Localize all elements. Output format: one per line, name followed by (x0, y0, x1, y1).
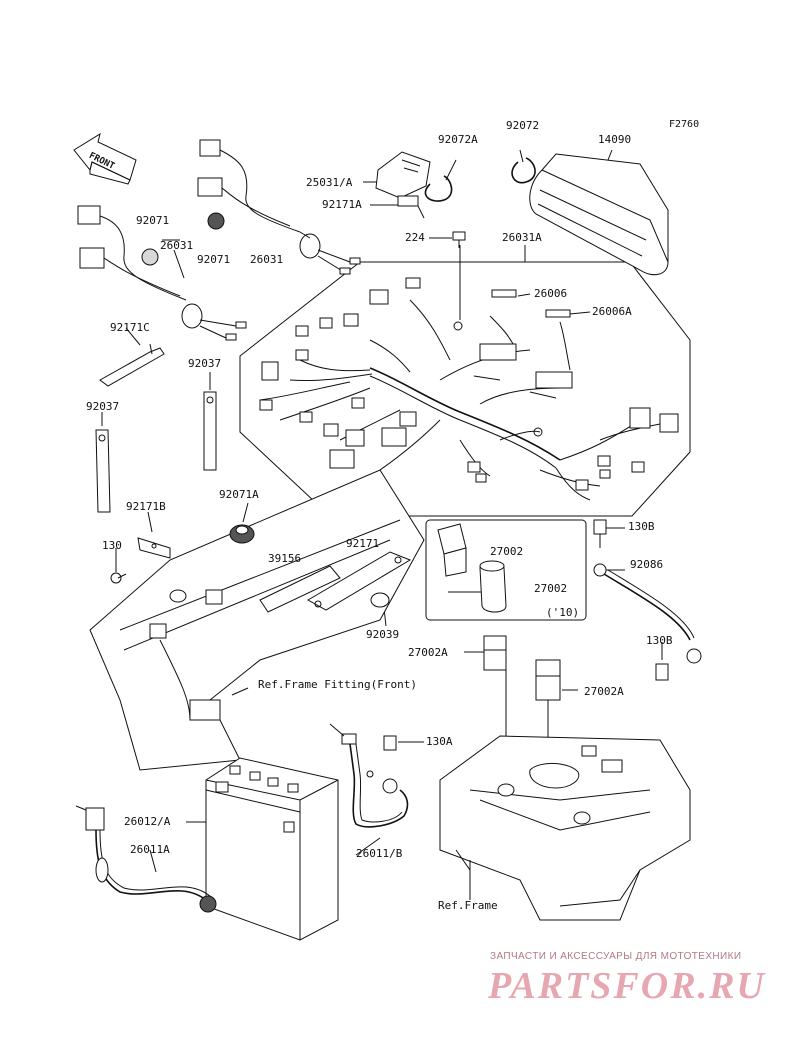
sub-harness-26031-lower (77, 205, 247, 341)
label-92039: 92039 (366, 628, 400, 641)
label-27002A-a: 27002A (408, 646, 448, 659)
label-92037-b: 92037 (86, 400, 120, 413)
frame-fitting-front (89, 469, 425, 771)
label-27002-b: 27002 (534, 582, 568, 595)
straps-92037 (95, 391, 217, 513)
watermark-logo: PARTSFOR.RU (488, 965, 766, 1007)
label-92171B: 92171B (126, 500, 166, 513)
fuse-holders-26006 (473, 289, 573, 399)
label-26006: 26006 (534, 287, 568, 300)
part-25031-relay (375, 151, 431, 219)
battery-26012 (205, 757, 339, 941)
label-25031A: 25031/A (306, 176, 353, 189)
label-92086: 92086 (630, 558, 664, 571)
label-130B-b: 130B (646, 634, 673, 647)
watermark-tagline: ЗАПЧАСТИ И АКСЕССУАРЫ ДЛЯ МОТОТЕХНИКИ (490, 951, 742, 962)
label-26031-a: 26031 (160, 239, 194, 252)
front-arrow-icon (73, 132, 137, 185)
part-14090-cover (529, 153, 669, 276)
label-92071-a: 92071 (136, 214, 170, 227)
label-26031A: 26031A (502, 231, 542, 244)
label-26011B: 26011/B (356, 847, 403, 860)
label-10: ('10) (546, 606, 580, 619)
frame-rear (439, 735, 691, 921)
harness-frame (239, 261, 691, 517)
sub-harness-26031-upper (197, 139, 361, 275)
battery-cable-26011B (329, 723, 409, 828)
relay-box-frame (425, 519, 587, 621)
label-92037-a: 92037 (188, 357, 222, 370)
label-26031-b: 26031 (250, 253, 284, 266)
label-ref-frame: Ref.Frame (438, 899, 498, 912)
pad-39156 (259, 565, 341, 613)
label-ref-frame-fitting-front: Ref.Frame Fitting(Front) (258, 678, 417, 691)
clip-92039 (370, 592, 390, 608)
grommet-92071 (207, 212, 225, 230)
label-130B-a: 130B (628, 520, 655, 533)
figure-code: F2760 (669, 119, 700, 130)
label-26006A: 26006A (592, 305, 632, 318)
relays-27002 (437, 523, 507, 613)
label-26012A: 26012/A (124, 815, 171, 828)
label-27002A-b: 27002A (584, 685, 624, 698)
bracket-92171B (137, 537, 171, 559)
bolt-224 (452, 231, 466, 248)
label-92072A: 92072A (438, 133, 478, 146)
main-harness-26031A (259, 277, 679, 501)
grommet-92071A (229, 524, 255, 544)
label-39156: 39156 (268, 552, 302, 565)
label-224: 224 (405, 231, 425, 244)
label-14090: 14090 (598, 133, 632, 146)
label-92072: 92072 (506, 119, 540, 132)
label-92071A: 92071A (219, 488, 259, 501)
label-92171: 92171 (346, 537, 380, 550)
label-130A: 130A (426, 735, 453, 748)
label-92071-b: 92071 (197, 253, 231, 266)
label-92171A: 92171A (322, 198, 362, 211)
relays-27002A (483, 635, 561, 701)
ground-cable-92086 (593, 519, 702, 681)
label-27002-a: 27002 (490, 545, 524, 558)
label-92171C: 92171C (110, 321, 150, 334)
bracket-92171 (306, 551, 412, 611)
bracket-92171C (99, 343, 165, 387)
battery-cable-26011A (75, 805, 217, 913)
clamps-92072 (424, 157, 536, 202)
label-130: 130 (102, 539, 122, 552)
label-26011A: 26011A (130, 843, 170, 856)
bolt-130 (110, 572, 127, 584)
